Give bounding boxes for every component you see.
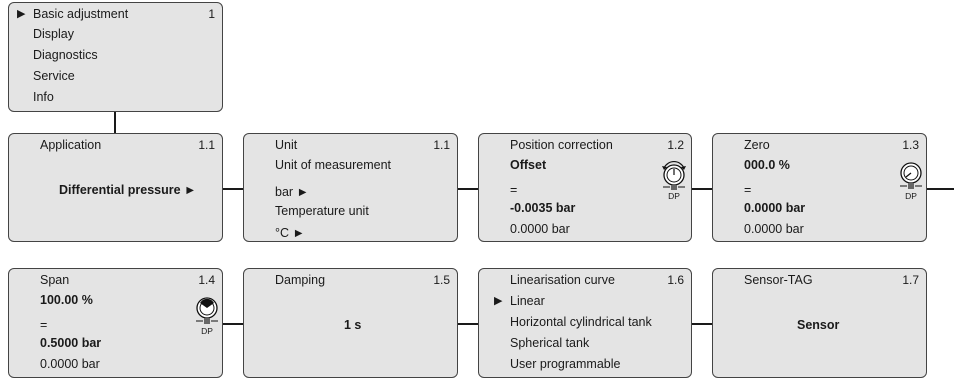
span-number: 1.4 <box>198 273 215 287</box>
zero-percent: 000.0 % <box>744 158 790 172</box>
unit-number: 1.1 <box>433 138 450 152</box>
span-reference-value: 0.0000 bar <box>40 357 100 371</box>
unit-temperature-value[interactable]: °C ► <box>275 226 305 240</box>
position-correction-title: Position correction <box>510 138 613 152</box>
selected-marker: ▶ <box>17 8 26 20</box>
connector-row1-2 <box>458 188 478 190</box>
damping-title: Damping <box>275 273 326 287</box>
dp-gauge-low-icon: DP <box>896 159 926 201</box>
span-title: Span <box>40 273 70 287</box>
selected-marker: ▶ <box>494 295 503 307</box>
menu-item-info[interactable]: Info <box>33 90 54 104</box>
connector-row2-1 <box>223 323 243 325</box>
equals-sign: = <box>744 183 752 197</box>
dp-gauge-high-icon: DP <box>192 294 222 336</box>
zero-number: 1.3 <box>902 138 919 152</box>
option-user-programmable[interactable]: User programmable <box>510 357 621 371</box>
unit-box: Unit 1.1 Unit of measurement bar ► Tempe… <box>243 133 458 242</box>
application-value[interactable]: Differential pressure ► <box>59 183 197 197</box>
menu-item-display[interactable]: Display <box>33 27 74 41</box>
sensor-tag-number: 1.7 <box>902 273 919 287</box>
option-spherical-tank[interactable]: Spherical tank <box>510 336 590 350</box>
application-number: 1.1 <box>198 138 215 152</box>
zero-reference-value: 0.0000 bar <box>744 222 804 236</box>
option-linear[interactable]: Linear <box>510 294 545 308</box>
dp-icon-label: DP <box>201 326 213 336</box>
equals-sign: = <box>40 318 48 332</box>
zero-value[interactable]: 0.0000 bar <box>744 201 806 215</box>
connector-row1-end <box>927 188 954 190</box>
span-box: Span 1.4 100.00 % = 0.5000 bar 0.0000 ba… <box>8 268 223 378</box>
menu-item-basic-adjustment[interactable]: Basic adjustment <box>33 7 129 21</box>
dp-adjust-icon: DP <box>659 159 689 201</box>
damping-value[interactable]: 1 s <box>344 318 362 332</box>
unit-title: Unit <box>275 138 298 152</box>
dp-icon-label: DP <box>668 191 680 201</box>
sensor-tag-value[interactable]: Sensor <box>797 318 840 332</box>
span-value[interactable]: 0.5000 bar <box>40 336 102 350</box>
menu-item-diagnostics[interactable]: Diagnostics <box>33 48 98 62</box>
zero-box: Zero 1.3 000.0 % = 0.0000 bar 0.0000 bar… <box>712 133 927 242</box>
unit-pressure-value[interactable]: bar ► <box>275 185 309 199</box>
span-percent: 100.00 % <box>40 293 93 307</box>
damping-box: Damping 1.5 1 s <box>243 268 458 378</box>
offset-value[interactable]: -0.0035 bar <box>510 201 576 215</box>
option-horizontal-cylindrical-tank[interactable]: Horizontal cylindrical tank <box>510 315 652 329</box>
connector-row1-1 <box>223 188 243 190</box>
position-correction-number: 1.2 <box>667 138 684 152</box>
unit-of-measurement-label: Unit of measurement <box>275 158 392 172</box>
sensor-tag-title: Sensor-TAG <box>744 273 813 287</box>
connector-row2-2 <box>458 323 478 325</box>
menu-number: 1 <box>208 7 215 21</box>
linearisation-title: Linearisation curve <box>510 273 615 287</box>
menu-item-service[interactable]: Service <box>33 69 75 83</box>
offset-reference-value: 0.0000 bar <box>510 222 570 236</box>
damping-number: 1.5 <box>433 273 450 287</box>
application-box: Application 1.1 Differential pressure ► <box>8 133 223 242</box>
connector-menu-vertical <box>114 112 116 133</box>
linearisation-box: Linearisation curve 1.6 ▶ Linear Horizon… <box>478 268 692 378</box>
connector-row2-3 <box>692 323 712 325</box>
linearisation-number: 1.6 <box>667 273 684 287</box>
sensor-tag-box: Sensor-TAG 1.7 Sensor <box>712 268 927 378</box>
equals-sign: = <box>510 183 518 197</box>
main-menu-box: ▶ Basic adjustment Display Diagnostics S… <box>8 2 223 112</box>
position-correction-box: Position correction 1.2 Offset = -0.0035… <box>478 133 692 242</box>
temperature-unit-label: Temperature unit <box>275 204 369 218</box>
connector-row1-3 <box>692 188 712 190</box>
zero-title: Zero <box>744 138 770 152</box>
application-title: Application <box>40 138 102 152</box>
offset-label: Offset <box>510 158 547 172</box>
dp-icon-label: DP <box>905 191 917 201</box>
